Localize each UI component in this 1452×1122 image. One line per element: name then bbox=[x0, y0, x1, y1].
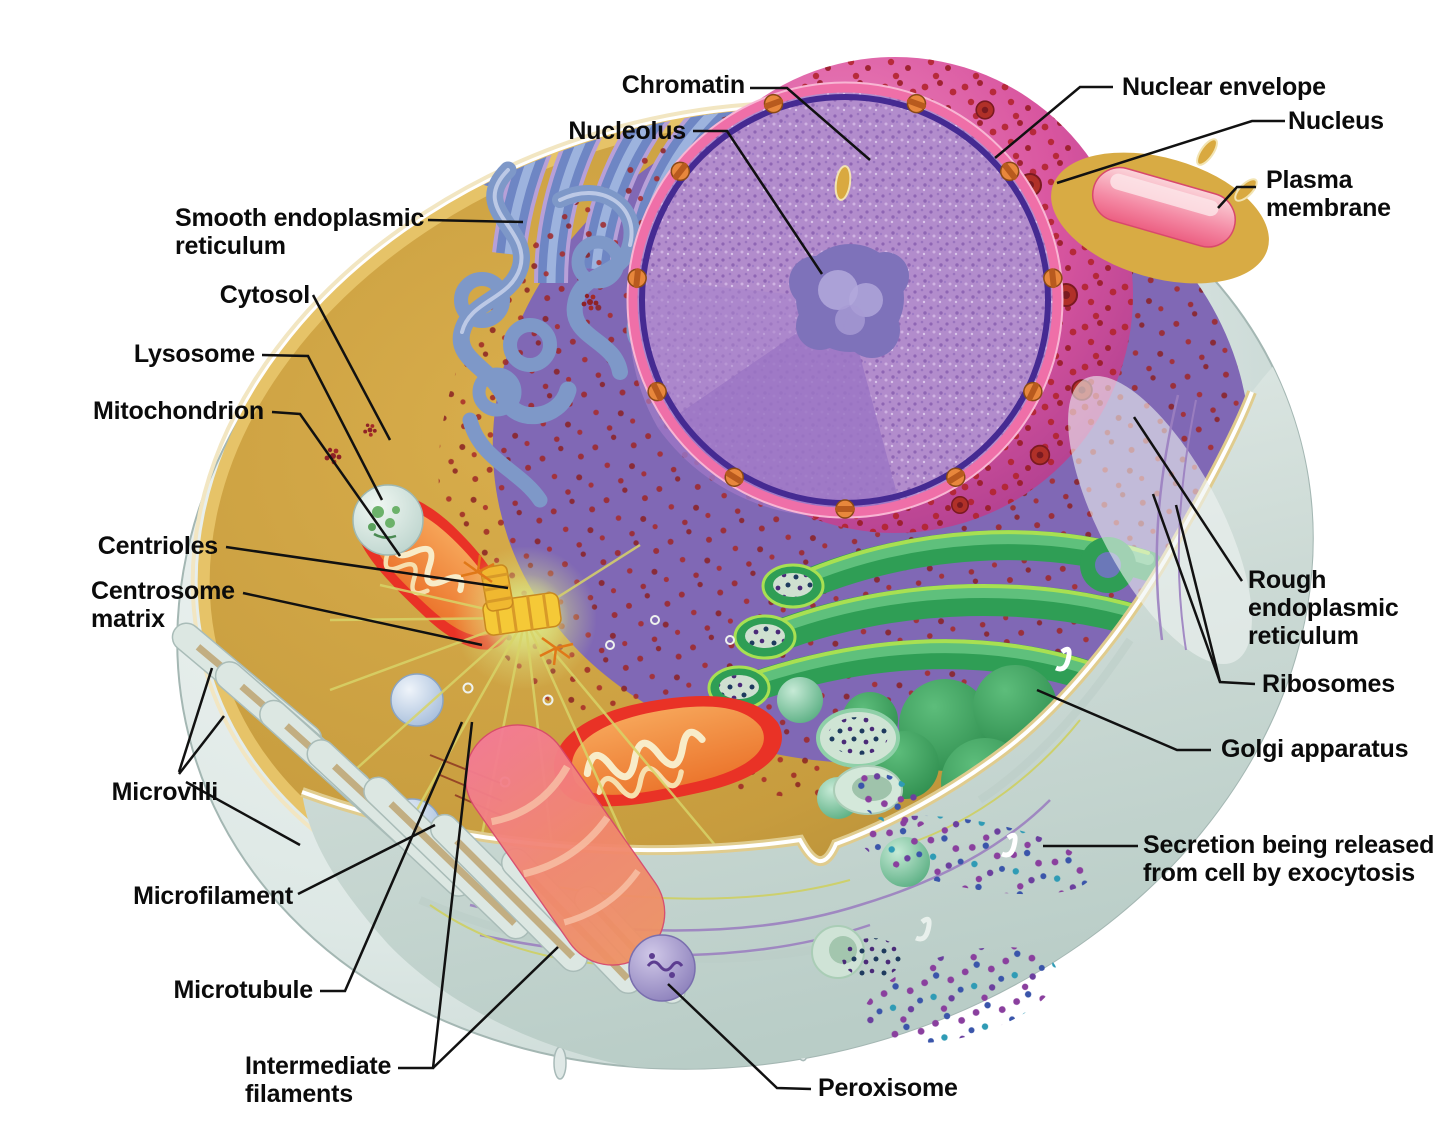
nucleus-art bbox=[626, 57, 1133, 533]
peroxisome-art bbox=[628, 934, 696, 1002]
leader-microvilli-2 bbox=[178, 715, 225, 775]
label-chromatin: Chromatin bbox=[621, 71, 745, 99]
label-mitochondrion: Mitochondrion bbox=[93, 397, 264, 425]
leader-centrioles bbox=[225, 545, 509, 590]
label-lysosome: Lysosome bbox=[133, 340, 255, 368]
vesicle bbox=[390, 673, 444, 727]
leader-microtubule bbox=[320, 721, 464, 993]
leader-smooth-er bbox=[427, 218, 524, 224]
label-centrosome-matrix: Centrosome matrix bbox=[91, 577, 235, 633]
label-secretion: Secretion being released from cell by ex… bbox=[1143, 831, 1435, 887]
label-intermediate-filaments: Intermediate filaments bbox=[245, 1052, 392, 1108]
nucleolus-art bbox=[789, 244, 909, 358]
label-microtubule: Microtubule bbox=[173, 976, 314, 1004]
label-centrioles: Centrioles bbox=[97, 532, 218, 560]
pink-organelle bbox=[834, 138, 1269, 284]
lysosome-art bbox=[352, 484, 424, 556]
leader-nuclear-envelope bbox=[994, 85, 1113, 159]
leader-mitochondrion bbox=[271, 410, 402, 557]
label-cytosol: Cytosol bbox=[219, 281, 310, 309]
label-microfilament: Microfilament bbox=[133, 882, 293, 910]
leader-cytosol bbox=[311, 294, 392, 441]
mitochondrion-art-3 bbox=[464, 724, 666, 966]
label-plasma-membrane: Plasma membrane bbox=[1266, 166, 1391, 222]
label-nucleus: Nucleus bbox=[1288, 107, 1384, 135]
leader-nucleolus bbox=[693, 129, 824, 275]
leader-peroxisome bbox=[667, 983, 812, 1091]
leader-plasma-membrane bbox=[1217, 185, 1256, 209]
leader-centrosome-matrix bbox=[242, 591, 483, 647]
leader-chromatin bbox=[750, 86, 871, 161]
label-rough-er: Rough endoplasmic reticulum bbox=[1248, 566, 1399, 650]
label-nuclear-envelope: Nuclear envelope bbox=[1122, 73, 1326, 101]
label-smooth-er: Smooth endoplasmic reticulum bbox=[175, 204, 425, 260]
label-ribosomes: Ribosomes bbox=[1262, 670, 1395, 698]
leader-lysosome bbox=[261, 353, 384, 501]
leader-microvilli-3 bbox=[185, 780, 301, 847]
leader-lines bbox=[177, 85, 1285, 1091]
leader-golgi bbox=[1036, 688, 1211, 752]
label-microvilli: Microvilli bbox=[111, 778, 219, 806]
label-nucleolus: Nucleolus bbox=[568, 117, 686, 145]
exocytosis-art bbox=[811, 646, 1092, 1044]
leader-microvilli-1 bbox=[177, 667, 214, 773]
leader-intermediate-filaments-2 bbox=[432, 946, 559, 1069]
leader-rough-er bbox=[1132, 416, 1244, 582]
leader-nucleus bbox=[1056, 119, 1285, 185]
leader-ribosomes-2 bbox=[1174, 504, 1222, 683]
label-golgi: Golgi apparatus bbox=[1221, 735, 1409, 763]
label-peroxisome: Peroxisome bbox=[818, 1074, 958, 1102]
